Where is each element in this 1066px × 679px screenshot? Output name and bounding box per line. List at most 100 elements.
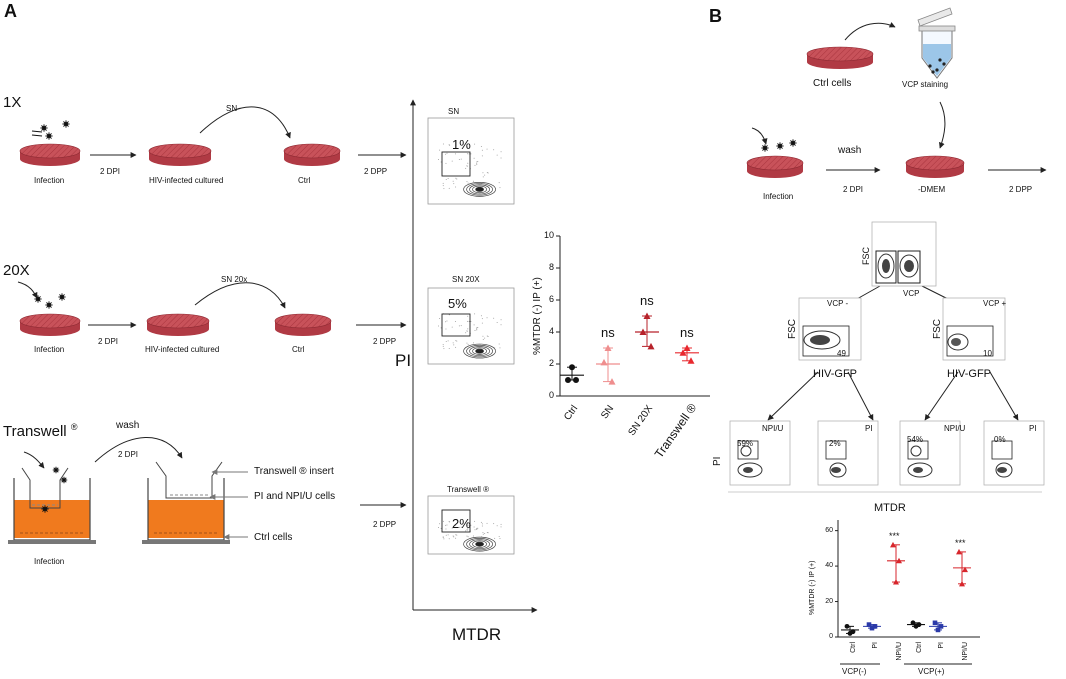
event-dot: [448, 144, 450, 146]
event-dot: [453, 536, 455, 538]
event-dot: [460, 158, 462, 160]
chart-a-point: [608, 378, 616, 385]
ctrl-cells-label-b: Ctrl cells: [813, 78, 852, 89]
event-dot: [500, 319, 502, 321]
event-dot: [500, 526, 502, 528]
event-dot: [472, 180, 474, 182]
event-dot: [456, 534, 458, 536]
chart-a-ytick-label: 8: [548, 262, 554, 272]
chart-b-point: [872, 624, 878, 629]
event-dot: [474, 313, 476, 315]
event-dot: [477, 160, 479, 162]
bottom-plot-4: [983, 420, 1045, 486]
virus-icon: [761, 144, 769, 152]
bottom-plot-2-title: PI: [865, 424, 873, 433]
event-dot: [474, 520, 476, 522]
event-dot: [451, 527, 453, 529]
chart-a-ytick-label: 4: [548, 326, 554, 336]
wash-label-b: wash: [838, 145, 862, 156]
transwell-insert: [155, 461, 223, 499]
virus-icon: [41, 505, 49, 513]
event-dot: [447, 534, 449, 536]
event-dot: [499, 347, 501, 349]
event-dot: [445, 321, 447, 323]
dpi-label-b: 2 DPI: [843, 185, 864, 194]
contour: [469, 539, 490, 550]
vcp-pos-y-label: FSC: [932, 319, 943, 339]
event-dot: [482, 339, 484, 341]
event-dot: [477, 326, 479, 328]
virus-icon: [45, 301, 53, 309]
event-dot: [455, 537, 457, 539]
event-dot: [498, 535, 500, 537]
bottom-plot-2: [817, 420, 879, 486]
event-dot: [493, 317, 495, 319]
flow-plot-title-sn20x: SN 20X: [452, 275, 480, 284]
event-dot: [445, 328, 447, 330]
virus-icon: [40, 124, 48, 132]
event-dot: [448, 521, 450, 523]
contour: [472, 540, 487, 548]
event-dot: [480, 315, 482, 317]
event-dot: [476, 329, 478, 331]
event-dot: [486, 335, 488, 337]
plot-frame: [798, 297, 862, 361]
event-dot: [473, 324, 475, 326]
ctrl-cells-label-a: Ctrl cells: [254, 532, 293, 543]
flow-plot-percent-sn20x: 5%: [448, 296, 467, 311]
flow-x-axis-label: MTDR: [452, 625, 502, 644]
event-dot: [486, 171, 488, 173]
vcp-pos-count: 10: [983, 349, 992, 358]
contour: [469, 184, 490, 195]
chart-b-ylabel: %MTDR (-) IP (+): [809, 560, 816, 615]
arrow-to-plot4: [989, 371, 1019, 421]
event-dot: [458, 325, 460, 327]
chart-a-point: [647, 342, 655, 350]
virus-icon: [60, 476, 68, 484]
event-dot: [467, 522, 469, 524]
sn20x-transfer-label: SN 20x: [221, 275, 248, 284]
vcp-neg-title: VCP -: [827, 299, 849, 308]
chart-b-point: [896, 557, 902, 564]
bottom-plot-4-percent: 0%: [994, 435, 1006, 444]
gate-box: [441, 509, 471, 533]
arrow-to-stain: [844, 22, 896, 41]
contour: [877, 253, 895, 279]
transwell-title-text: Transwell: [3, 423, 67, 440]
event-dot: [447, 340, 449, 342]
chart-b-significance: ***: [889, 530, 900, 541]
event-dot: [472, 535, 474, 537]
event-dot: [476, 162, 478, 164]
event-dot: [442, 344, 444, 346]
event-dot: [439, 149, 441, 151]
chart-a-point: [643, 312, 651, 319]
chart-b-point: [935, 627, 941, 633]
event-dot: [473, 526, 475, 528]
event-dot: [467, 328, 469, 330]
event-dot: [476, 328, 478, 330]
cell-dot: [928, 64, 932, 68]
chart-b-ytick-label: 60: [825, 526, 833, 534]
virus-icon: [45, 132, 53, 140]
gate-y-label: FSC: [861, 247, 871, 265]
event-dot: [476, 327, 478, 329]
contour: [907, 462, 933, 478]
cultured-dish-1: [148, 143, 212, 166]
ctrl-dish-1: [283, 143, 341, 166]
virus-icon: [58, 293, 66, 301]
event-dot: [486, 148, 488, 150]
contour: [472, 347, 487, 355]
chart-b-significance: ***: [955, 537, 966, 548]
arrow-virus-add-3: [23, 451, 45, 469]
vcp-pos-x-label: HIV-GFP: [947, 368, 992, 380]
event-dot: [452, 535, 454, 537]
contour: [463, 536, 496, 552]
event-dot: [451, 160, 453, 162]
event-dot: [445, 534, 447, 536]
arrow-virus-add-2: [17, 281, 38, 299]
event-dot: [494, 347, 496, 349]
event-dot: [445, 524, 447, 526]
gate-box: [441, 151, 471, 177]
event-dot: [474, 143, 476, 145]
gate-box: [907, 440, 929, 460]
